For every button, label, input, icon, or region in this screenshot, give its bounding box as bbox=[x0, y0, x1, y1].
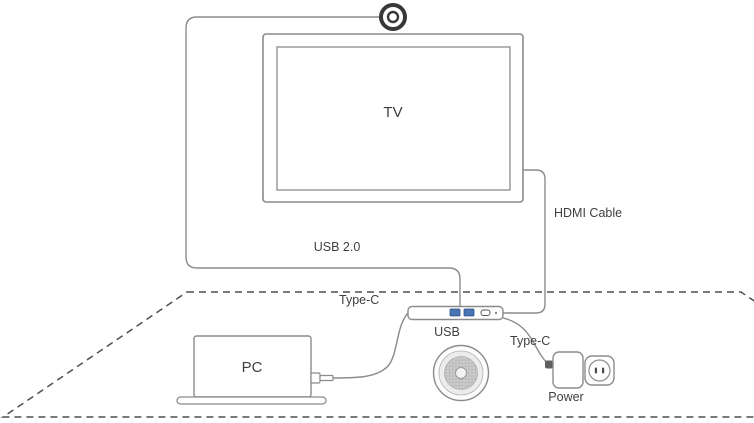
webcam-icon bbox=[379, 3, 407, 31]
laptop-cable bbox=[332, 312, 409, 379]
tv: TV bbox=[262, 33, 524, 203]
tv-screen bbox=[276, 46, 511, 191]
power-label: Power bbox=[548, 390, 583, 404]
laptop: PC bbox=[176, 335, 334, 405]
hdmi-cable bbox=[503, 169, 546, 314]
typec-right-label: Type-C bbox=[510, 334, 550, 348]
pc-label: PC bbox=[242, 359, 263, 376]
adapter-body bbox=[552, 351, 584, 389]
usb-dongle-body bbox=[310, 372, 321, 384]
usb-port-1 bbox=[449, 308, 461, 317]
power-cable bbox=[502, 317, 549, 365]
wall-plug-icon bbox=[584, 355, 615, 386]
tv-label: TV bbox=[383, 104, 402, 121]
table-dashed-border bbox=[0, 291, 754, 418]
hdmi-cable-label: HDMI Cable bbox=[554, 206, 622, 220]
usb2-cable-label: USB 2.0 bbox=[314, 240, 361, 254]
outlet-slot-left bbox=[594, 367, 597, 374]
hub bbox=[407, 305, 504, 321]
power-adapter bbox=[545, 351, 615, 389]
power-cable-path bbox=[502, 317, 549, 365]
usb-ports-label: USB bbox=[434, 325, 460, 339]
usb-port-2 bbox=[463, 308, 475, 317]
hdmi-cable-path bbox=[503, 169, 546, 314]
speakerphone bbox=[432, 344, 490, 402]
webcam-lens bbox=[386, 10, 400, 24]
usb-dongle-plug bbox=[319, 374, 334, 382]
usb2-cable-path bbox=[185, 16, 461, 306]
laptop-cable-path bbox=[332, 312, 409, 379]
typec-connector bbox=[545, 360, 553, 369]
hub-led bbox=[494, 311, 498, 315]
usb2-cable bbox=[185, 16, 461, 306]
outlet-slot-right bbox=[602, 367, 605, 374]
typec-port bbox=[480, 309, 491, 316]
outlet-socket bbox=[588, 359, 611, 382]
laptop-base bbox=[176, 396, 327, 405]
speakerphone-center-button bbox=[455, 367, 467, 379]
typec-left-label: Type-C bbox=[339, 293, 379, 307]
table-outline bbox=[0, 291, 754, 418]
